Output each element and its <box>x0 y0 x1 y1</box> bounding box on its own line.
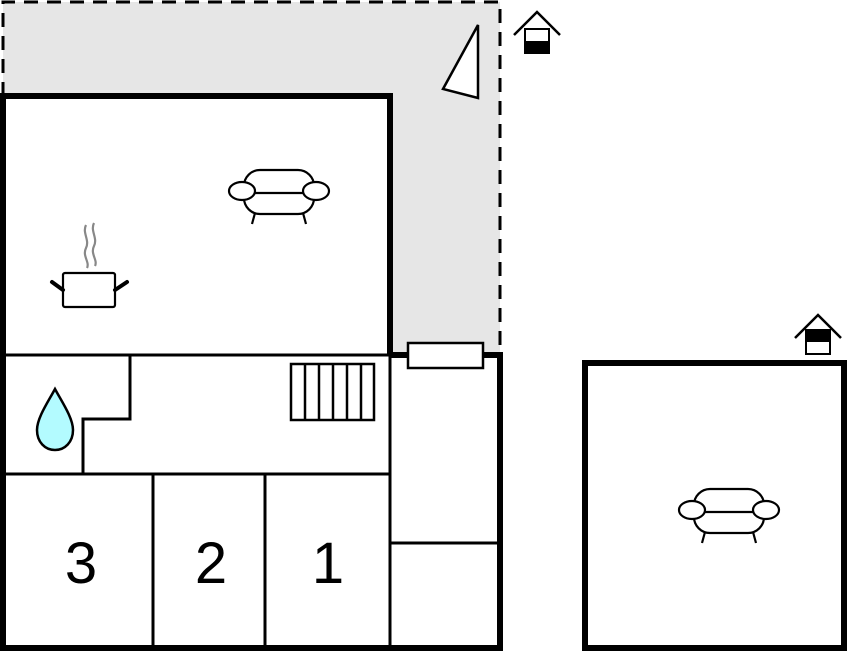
main-building <box>0 93 503 651</box>
bedroom-3-label: 3 <box>65 531 97 596</box>
cooking-pot-icon <box>50 222 129 309</box>
sofa-icon <box>227 168 331 225</box>
stairs-icon <box>289 362 376 422</box>
bedroom-2-label: 2 <box>195 531 227 596</box>
entrance-door-icon <box>406 341 485 370</box>
terrace <box>1 0 502 355</box>
parasol-icon <box>441 24 480 100</box>
sofa-icon <box>677 487 781 544</box>
water-drop-icon <box>35 386 75 452</box>
house-icon <box>513 10 561 54</box>
bedroom-1-label: 1 <box>312 531 344 596</box>
house-icon <box>794 313 842 355</box>
